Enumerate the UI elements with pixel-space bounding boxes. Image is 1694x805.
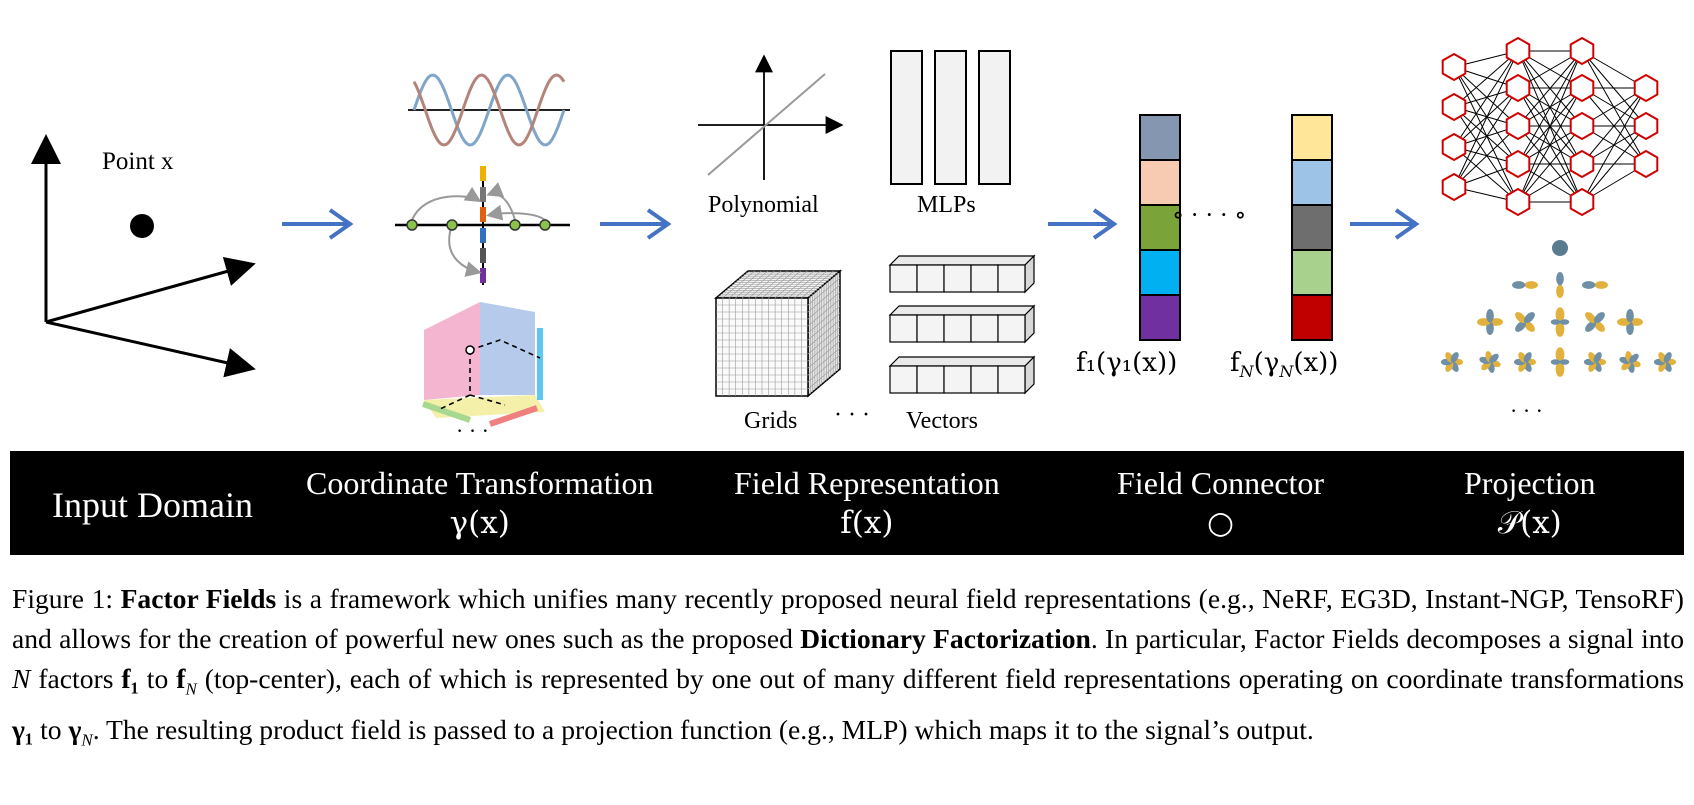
stage-coordinate-transformation: Coordinate Transformation γ(x)	[306, 463, 654, 543]
caption-gN: γ	[68, 713, 82, 745]
mlps-label: MLPs	[917, 192, 976, 218]
vector-row	[888, 254, 1036, 294]
caption-bold-dictionary: Dictionary Factorization	[800, 623, 1091, 654]
factor-cell	[1291, 294, 1333, 341]
vectors-icon	[888, 254, 1036, 395]
neuron	[1633, 111, 1659, 141]
factor-cell	[1139, 114, 1181, 161]
vectors-label: Vectors	[906, 408, 978, 434]
figure-graphics	[31, 36, 1677, 427]
connector-dots: ∘ · · · ∘	[1172, 202, 1247, 229]
factor-cell	[1291, 204, 1333, 251]
caption-bold-factor-fields: Factor Fields	[120, 583, 277, 614]
flow-arrow	[1048, 208, 1118, 240]
stage-band: Input Domain Coordinate Transformation γ…	[10, 451, 1684, 555]
grids-label: Grids	[744, 408, 798, 434]
point-label: Point x	[102, 148, 174, 175]
polynomial-label: Polynomial	[708, 192, 819, 218]
factorN-stack	[1291, 114, 1333, 341]
stage-projection-symbol: 𝒫(x)	[1497, 505, 1562, 541]
stage-input-title: Input Domain	[52, 485, 253, 525]
grid-cube-icon	[713, 269, 843, 398]
flow-arrow	[600, 208, 672, 240]
projection-dots: · · ·	[1510, 398, 1543, 423]
caption-gN-sub: N	[81, 730, 93, 750]
point-dot	[130, 214, 154, 238]
stage-projection: Projection 𝒫(x)	[1464, 463, 1596, 543]
caption-lead: Figure 1:	[12, 583, 121, 614]
stage-connector-title: Field Connector	[1117, 465, 1325, 501]
sinusoid-icon	[408, 73, 570, 147]
neuron	[1569, 187, 1595, 217]
stage-input-domain: Input Domain	[52, 485, 253, 525]
neuron	[1569, 111, 1595, 141]
stage-coord-symbol: γ(x)	[449, 505, 510, 541]
neuron	[1441, 172, 1467, 202]
triplane-icon	[422, 302, 545, 427]
neuron	[1569, 73, 1595, 103]
neuron	[1441, 132, 1467, 162]
stage-projection-title: Projection	[1464, 465, 1596, 501]
neuron	[1569, 149, 1595, 179]
transform-dots: · · ·	[456, 418, 489, 443]
neuron	[1505, 187, 1531, 217]
factor-cell	[1291, 249, 1333, 296]
flow-arrows	[282, 208, 1420, 240]
stage-coord-title: Coordinate Transformation	[306, 465, 654, 501]
factor-cell	[1139, 249, 1181, 296]
figure-illustration: Point x Polynomial MLPs Grids · · · Vect…	[31, 36, 1677, 443]
neuron	[1505, 73, 1531, 103]
caption-fN-sub: N	[185, 679, 197, 699]
caption-part4: (top-center), each of which is represent…	[196, 663, 1685, 694]
neuron	[1505, 36, 1531, 66]
neuron	[1569, 36, 1595, 66]
mlp-bars-icon	[890, 50, 1011, 185]
neuron	[1633, 73, 1659, 103]
neuron	[1633, 149, 1659, 179]
vector-row	[888, 355, 1036, 395]
input-axes	[31, 134, 256, 378]
factor1-stack	[1139, 114, 1181, 341]
factor-cell	[1291, 159, 1333, 206]
caption-part2: . In particular, Factor Fields decompose…	[1090, 623, 1684, 654]
factor-cell	[1291, 114, 1333, 161]
spherical-harmonics-icon	[1440, 240, 1677, 377]
hash-mapping-icon	[395, 166, 570, 285]
figure-caption: Figure 1: Factor Fields is a framework w…	[12, 579, 1684, 760]
caption-g1: γ₁	[12, 713, 34, 745]
caption-fN: f	[176, 663, 186, 694]
caption-part1: is a framework which unifies many recent…	[12, 583, 1684, 654]
neuron	[1441, 52, 1467, 82]
neuron	[1441, 92, 1467, 122]
neuron	[1505, 111, 1531, 141]
factorN-label: fN(γN(x))	[1230, 348, 1339, 382]
factor-cell	[1139, 159, 1181, 206]
factor1-label: f₁(γ₁(x))	[1076, 348, 1178, 378]
stage-connector-symbol: ○	[1207, 505, 1235, 541]
stage-field-representation: Field Representation f(x)	[734, 463, 1000, 543]
caption-to2: to	[33, 713, 69, 745]
grid-vector-dots: · · ·	[834, 402, 870, 428]
factor-cell	[1139, 204, 1181, 251]
flow-arrow	[1350, 208, 1420, 240]
polynomial-icon	[698, 54, 844, 180]
caption-f1: f₁	[121, 663, 139, 694]
factor-cell	[1139, 294, 1181, 341]
flow-arrow	[282, 208, 354, 240]
caption-part5: . The resulting product field is passed …	[92, 713, 1314, 745]
caption-var-n: N	[12, 663, 31, 694]
caption-to1: to	[138, 663, 177, 694]
stage-field-symbol: f(x)	[840, 505, 894, 541]
vector-row	[888, 304, 1036, 344]
stage-field-title: Field Representation	[734, 465, 1000, 501]
neuron	[1505, 149, 1531, 179]
caption-part3: factors	[30, 663, 122, 694]
neural-net-icon	[1441, 36, 1659, 217]
stage-field-connector: Field Connector ○	[1117, 463, 1324, 543]
